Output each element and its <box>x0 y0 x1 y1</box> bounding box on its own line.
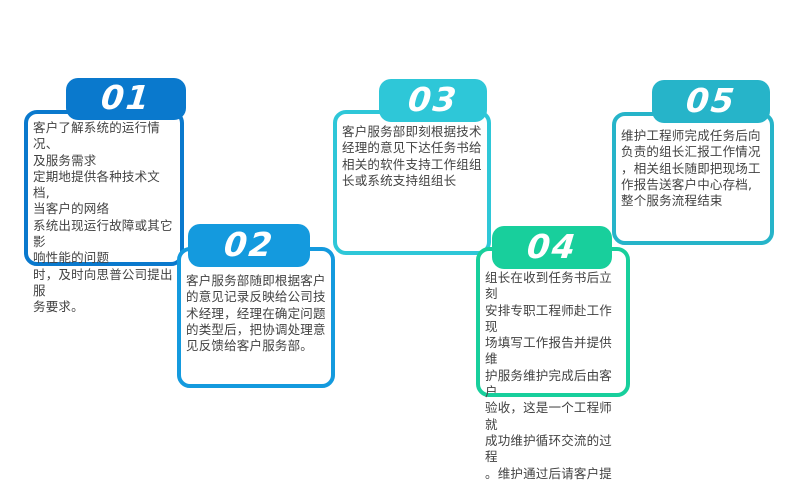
step-number: 05 <box>684 80 739 120</box>
step-card: 客户服务部随即根据客户 的意见记录反映给公司技 术经理，经理在确定问题 的类型后… <box>177 247 335 388</box>
step-card: 客户服务部即刻根据技术 经理的意见下达任务书给 相关的软件支持工作组组 长或系统… <box>333 110 491 255</box>
step-number-badge: 05 <box>652 80 770 123</box>
step-description: 客户服务部随即根据客户 的意见记录反映给公司技 术经理，经理在确定问题 的类型后… <box>186 273 326 354</box>
step-number-badge: 04 <box>492 226 612 269</box>
step-description: 组长在收到任务书后立刻 安排专职工程师赴工作现 场填写工作报告并提供维 护服务维… <box>485 270 613 480</box>
step-number-badge: 01 <box>66 78 186 120</box>
step-number: 03 <box>406 79 461 119</box>
step-description: 客户了解系统的运行情况、 及服务需求 定期地提供各种技术文档, 当客户的网络 系… <box>33 120 173 315</box>
step-description: 维护工程师完成任务后向 负责的组长汇报工作情况 ，相关组长随即把现场工 作报告送… <box>621 128 761 209</box>
step-number: 01 <box>99 78 154 117</box>
step-number: 02 <box>222 224 277 264</box>
step-card: 客户了解系统的运行情况、 及服务需求 定期地提供各种技术文档, 当客户的网络 系… <box>24 110 184 314</box>
step-number-badge: 02 <box>188 224 310 267</box>
step-number-badge: 03 <box>379 79 487 122</box>
step-card: 维护工程师完成任务后向 负责的组长汇报工作情况 ，相关组长随即把现场工 作报告送… <box>612 112 774 245</box>
step-number: 04 <box>525 226 580 266</box>
step-description: 客户服务部即刻根据技术 经理的意见下达任务书给 相关的软件支持工作组组 长或系统… <box>342 124 482 188</box>
step-card: 组长在收到任务书后立刻 安排专职工程师赴工作现 场填写工作报告并提供维 护服务维… <box>476 247 630 480</box>
